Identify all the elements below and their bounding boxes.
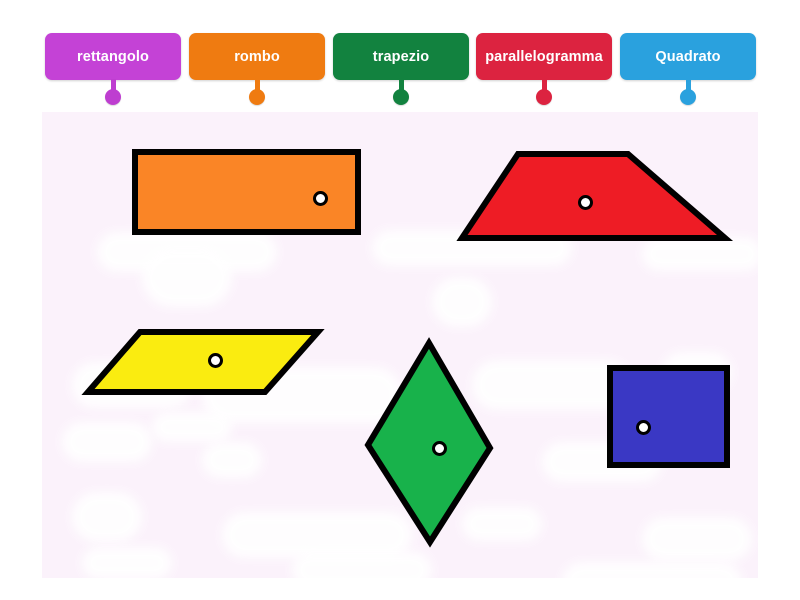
- pin-knob-icon[interactable]: [105, 89, 121, 105]
- pin-knob-icon[interactable]: [393, 89, 409, 105]
- label-tile-wrap-4: Quadrato: [620, 33, 756, 106]
- drop-target-marker-parallelogram[interactable]: [207, 352, 223, 368]
- pin-knob-icon[interactable]: [680, 89, 696, 105]
- shape-square[interactable]: [607, 365, 730, 468]
- label-tile-wrap-3: parallelogramma: [476, 33, 612, 106]
- shape-parallelogram[interactable]: [81, 329, 325, 395]
- background-blob: [72, 492, 142, 542]
- pin-knob-icon[interactable]: [536, 89, 552, 105]
- label-tile-text: rettangolo: [77, 48, 149, 65]
- pin-knob-icon[interactable]: [249, 89, 265, 105]
- label-tile-wrap-2: trapezio: [333, 33, 469, 106]
- label-tile-text: parallelogramma: [485, 48, 603, 65]
- drop-target-marker-square[interactable]: [635, 419, 651, 435]
- shape-layer: [81, 149, 734, 548]
- label-tile-wrap-1: rombo: [189, 33, 325, 106]
- pin-stem-icon: [685, 79, 691, 93]
- label-tile-text: rombo: [234, 48, 280, 65]
- label-bar: rettangolo rombo trapezio parallelogramma Qu…: [0, 0, 800, 112]
- background-blob: [432, 277, 492, 327]
- label-tile-trapezio[interactable]: trapezio: [333, 33, 469, 80]
- shape-trapezoid[interactable]: [456, 151, 734, 241]
- drop-target-marker-rectangle[interactable]: [312, 190, 328, 206]
- background-blob: [642, 517, 752, 561]
- shape-rhombus[interactable]: [364, 337, 494, 548]
- label-tile-parallelogramma[interactable]: parallelogramma: [476, 33, 612, 80]
- background-blob: [152, 412, 232, 442]
- pin-stem-icon: [398, 79, 404, 93]
- shape-canvas[interactable]: [42, 112, 758, 578]
- pin-stem-icon: [541, 79, 547, 93]
- background-blob: [642, 237, 758, 271]
- label-tile-rettangolo[interactable]: rettangolo: [45, 33, 181, 80]
- background-blob: [222, 512, 412, 558]
- shape-rectangle[interactable]: [132, 149, 361, 235]
- label-tile-text: Quadrato: [655, 48, 721, 65]
- pin-stem-icon: [110, 79, 116, 93]
- background-blob: [202, 442, 262, 478]
- background-blob: [62, 422, 152, 462]
- pin-stem-icon: [254, 79, 260, 93]
- label-tile-rombo[interactable]: rombo: [189, 33, 325, 80]
- background-blob: [462, 507, 542, 541]
- background-blob: [82, 547, 172, 578]
- label-tile-text: trapezio: [372, 48, 430, 65]
- background-blob: [142, 247, 232, 307]
- background-blob: [562, 562, 742, 578]
- background-blob: [472, 360, 632, 410]
- drop-target-marker-trapezoid[interactable]: [577, 194, 593, 210]
- drop-target-marker-rhombus[interactable]: [431, 440, 447, 456]
- label-tile-quadrato[interactable]: Quadrato: [620, 33, 756, 80]
- background-blob: [292, 552, 432, 578]
- label-tile-wrap-0: rettangolo: [45, 33, 181, 106]
